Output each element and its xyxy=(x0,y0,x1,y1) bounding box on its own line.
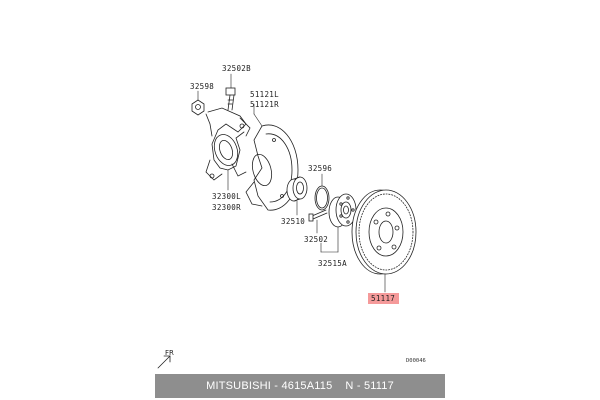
footer-separator-2: N - xyxy=(332,380,364,392)
label-32510: 32510 xyxy=(281,217,306,226)
diagram-code: D00046 xyxy=(406,358,426,364)
footer-position-number: 51117 xyxy=(363,380,394,392)
bearing-32510 xyxy=(286,176,308,202)
label-51121r: 51121R xyxy=(250,100,279,109)
footer-brand: MITSUBISHI xyxy=(206,380,272,392)
front-direction-label: FR xyxy=(165,349,174,357)
label-32300r: 32300R xyxy=(212,203,241,212)
label-32515a: 32515A xyxy=(318,259,347,268)
footer-separator-1: - xyxy=(271,380,282,392)
label-51121l: 51121L xyxy=(250,90,279,99)
label-32502b: 32502B xyxy=(222,64,251,73)
footer-part-number: 4615A115 xyxy=(281,380,333,392)
front-direction-arrow-icon xyxy=(157,355,171,369)
bolt-32502b xyxy=(225,87,236,111)
label-32300l: 32300L xyxy=(212,192,241,201)
label-32598: 32598 xyxy=(190,82,215,91)
nut-32598 xyxy=(191,99,205,116)
brake-disc-51117 xyxy=(351,189,417,275)
snap-ring-32596 xyxy=(314,185,330,211)
label-51117-highlighted[interactable]: 51117 xyxy=(368,293,400,304)
label-32596: 32596 xyxy=(308,164,333,173)
stud-32502 xyxy=(308,209,328,222)
part-info-footer: MITSUBISHI - 4615A115 N - 51117 xyxy=(155,374,445,398)
label-32502: 32502 xyxy=(304,235,329,244)
knuckle-32300 xyxy=(205,107,251,181)
leader-lines xyxy=(197,73,386,293)
hub-32515a xyxy=(328,193,357,228)
